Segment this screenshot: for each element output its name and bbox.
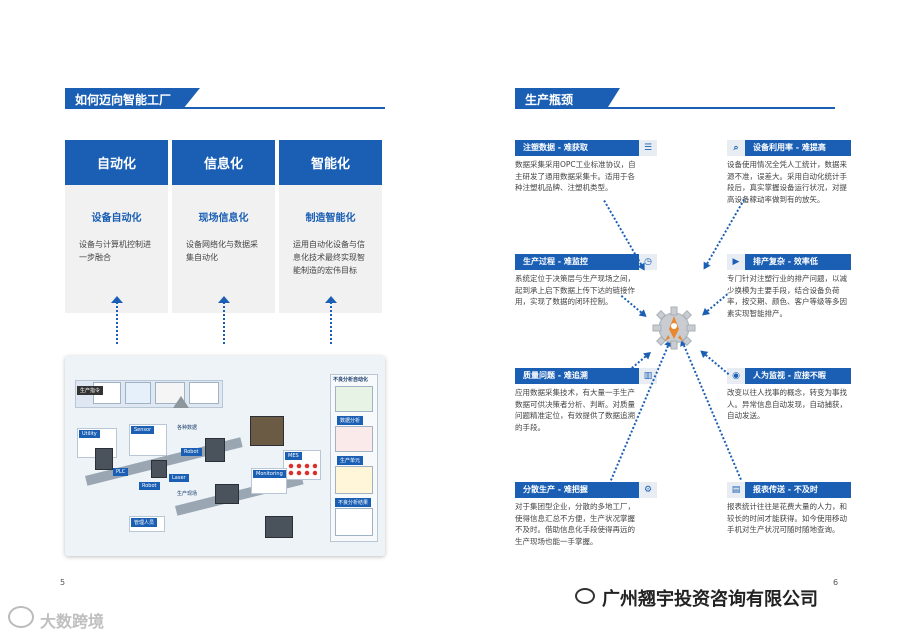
bottleneck-block-distributed: 分散生产 - 难把握 ⚙ 对于集团型企业，分散的多地工厂，使得信息汇总不方便，生产… — [515, 482, 657, 547]
left-section-banner: 如何迈向智能工厂 — [65, 88, 385, 109]
bottleneck-body: 报表统计往往是花费大量的人力，和较长的时间才能获得。如今使用移动手机对生产状况可… — [727, 502, 847, 534]
bottleneck-body: 应用数据采集技术，有大量一手生产数据可供决策者分析、判断。对质量问题精准定位，有… — [515, 388, 635, 432]
bottleneck-body: 对于集团型企业，分散的多地工厂，使得信息汇总不方便，生产状况掌握不及时。借助信息… — [515, 502, 635, 546]
diagram-label-analysis: 数据分析 — [337, 416, 364, 425]
bottleneck-body: 专门针对注塑行业的排产问题，以减少换模为主要手段，结合设备负荷率，按交期、颜色、… — [727, 274, 847, 318]
diagram-label-plc: PLC — [113, 468, 129, 476]
bottleneck-block-scheduling: ▶ 排产复杂 - 效率低 专门针对注塑行业的排产问题，以减少换模为主要手段，结合设… — [727, 254, 851, 319]
database-icon: ☰ — [639, 140, 657, 156]
diagram-label-sensor: Sensor — [131, 426, 155, 434]
column-subtitle: 制造智能化 — [305, 213, 356, 224]
clock-icon: ◷ — [639, 254, 657, 270]
bottleneck-body: 数据采集采用OPC工业标准协议，自主研发了通用数据采集卡。适用于各种注塑机品牌、… — [515, 160, 636, 192]
diagram-label-result: 不良分析结果 — [335, 498, 372, 507]
analysis-screen — [335, 426, 373, 452]
diagram-side-title: 不良分析自动化 — [333, 377, 369, 383]
bottleneck-block-data: 注塑数据 - 难获取 ☰ 数据采集采用OPC工业标准协议，自主研发了通用数据采集卡… — [515, 140, 657, 194]
up-arrow-icon — [111, 296, 123, 344]
column-informatization: 信息化 现场信息化 设备网络化与数据采集自动化 — [172, 140, 275, 313]
column-title: 智能化 — [279, 140, 382, 185]
diagram-label-data: 各种数据 — [177, 425, 198, 431]
brand-logo-icon — [8, 606, 34, 628]
wechat-icon — [575, 588, 595, 604]
diagram-label-robot: Robot — [139, 482, 160, 490]
up-arrow-icon — [173, 396, 189, 408]
watermark-brand: 大数跨境 — [40, 612, 105, 631]
bottleneck-title: 报表传送 - 不及时 — [753, 485, 818, 494]
machine — [205, 438, 225, 462]
report-icon: ▤ — [727, 482, 745, 498]
diagram-label-manager: 管理人员 — [131, 518, 158, 527]
bottleneck-title: 排产复杂 - 效率低 — [753, 257, 818, 266]
bottleneck-title: 分散生产 - 难把握 — [523, 485, 588, 494]
machine — [250, 416, 284, 446]
right-section-title: 生产瓶颈 — [525, 93, 574, 107]
diagram-label-unit: 生产单元 — [337, 456, 364, 465]
bottleneck-title: 人为监视 - 应接不暇 — [753, 371, 826, 380]
diagram-label-utility: Utility — [79, 430, 100, 438]
diagram-label-robot: Robot — [181, 448, 202, 456]
smart-factory-diagram: 生产指令 Utility Sensor PLC Robot Robot Lase… — [65, 356, 385, 556]
bottleneck-body: 改变以往人找事的概念，转变为事找人。异常信息自动发现，自动捕获，自动发送。 — [727, 388, 847, 420]
machine — [265, 516, 293, 538]
status-dots — [287, 462, 317, 476]
bottleneck-body: 设备使用情况全凭人工统计，数据来源不准，误差大。采用自动化统计手段后，真实掌握设… — [727, 160, 847, 204]
bottleneck-title: 生产过程 - 难监控 — [523, 257, 588, 266]
analysis-screen — [335, 386, 373, 412]
monitor-screen — [125, 382, 151, 404]
bottleneck-block-utilization: ⌕ 设备利用率 - 难提高 设备使用情况全凭人工统计，数据来源不准，误差大。采用自… — [727, 140, 851, 205]
right-section-banner: 生产瓶颈 — [515, 88, 835, 109]
bottleneck-title: 注塑数据 - 难获取 — [523, 143, 588, 152]
bottleneck-block-quality: 质量问题 - 难追溯 ▥ 应用数据采集技术，有大量一手生产数据可供决策者分析、判断… — [515, 368, 657, 433]
arrow-to-center — [697, 347, 730, 375]
column-description: 设备与计算机控制进一步融合 — [79, 240, 151, 262]
column-automation: 自动化 设备自动化 设备与计算机控制进一步融合 — [65, 140, 168, 313]
column-subtitle: 现场信息化 — [198, 213, 249, 224]
column-subtitle: 设备自动化 — [91, 213, 142, 224]
left-section-title: 如何迈向智能工厂 — [75, 93, 172, 107]
column-title: 信息化 — [172, 140, 275, 185]
gear-icon — [652, 306, 696, 350]
gears-icon: ⚙ — [639, 482, 657, 498]
chart-icon: ▥ — [639, 368, 657, 384]
machine — [215, 484, 239, 504]
machine — [151, 460, 167, 478]
column-description: 运用自动化设备与信息化技术最终实现智能制造的宏伟目标 — [293, 240, 365, 275]
bottleneck-block-reports: ▤ 报表传送 - 不及时 报表统计往往是花费大量的人力，和较长的时间才能获得。如今… — [727, 482, 851, 536]
page-number-right: 6 — [833, 578, 839, 587]
watermark-company: 广州翘宇投资咨询有限公司 — [602, 589, 818, 610]
diagram-label-monitoring: Monitoring — [253, 470, 286, 478]
diagram-label-production-command: 生产指令 — [77, 386, 104, 395]
analysis-screen — [335, 508, 373, 536]
diagram-label-laser: Laser — [169, 474, 189, 482]
bottleneck-block-process: 生产过程 - 难监控 ◷ 系统定位于决策层与生产现场之间，起到承上启下数据上传下达… — [515, 254, 657, 308]
machine — [95, 448, 113, 470]
arrow-to-center — [699, 293, 728, 319]
up-arrow-icon — [218, 296, 230, 344]
monitor-screen — [189, 382, 219, 404]
column-title: 自动化 — [65, 140, 168, 185]
column-description: 设备网络化与数据采集自动化 — [186, 240, 258, 262]
diagram-label-production-site: 生产现场 — [177, 491, 198, 497]
bottleneck-title: 设备利用率 - 难提高 — [753, 143, 826, 152]
page-number-left: 5 — [60, 578, 66, 587]
bottleneck-block-monitoring: ◉ 人为监视 - 应接不暇 改变以往人找事的概念，转变为事找人。异常信息自动发现，… — [727, 368, 851, 422]
diagram-label-mes: MES — [285, 452, 302, 460]
up-arrow-icon — [325, 296, 337, 344]
eye-icon: ◉ — [727, 368, 745, 384]
bottleneck-title: 质量问题 - 难追溯 — [523, 371, 588, 380]
search-icon: ⌕ — [727, 140, 745, 156]
analysis-screen — [335, 466, 373, 494]
bottleneck-body: 系统定位于决策层与生产现场之间，起到承上启下数据上传下达的链接作用，实现了数据的… — [515, 274, 635, 306]
column-intelligence: 智能化 制造智能化 运用自动化设备与信息化技术最终实现智能制造的宏伟目标 — [279, 140, 382, 313]
play-icon: ▶ — [727, 254, 745, 270]
